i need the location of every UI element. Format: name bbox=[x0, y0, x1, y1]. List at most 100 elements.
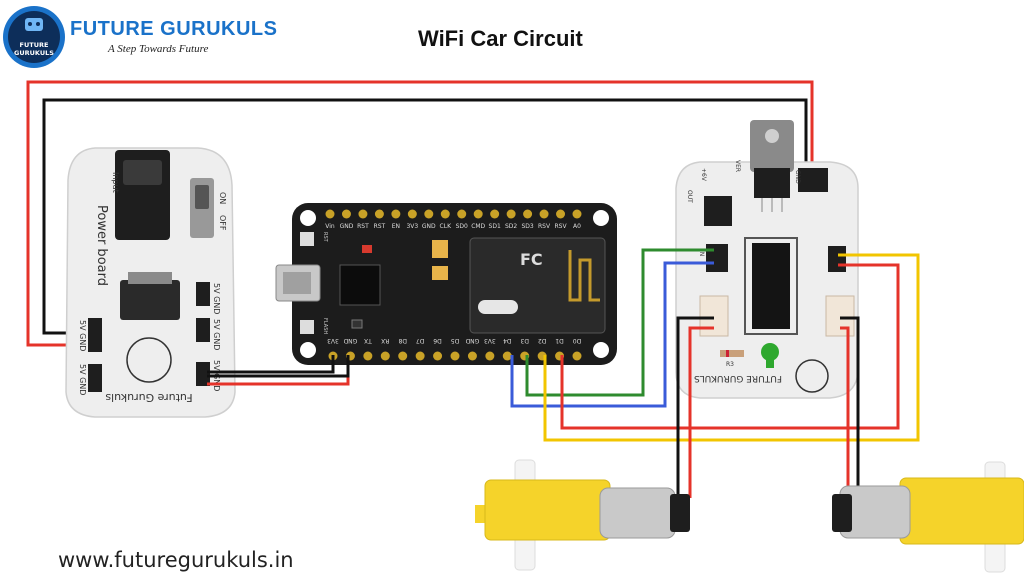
bottom-pin-label: D6 bbox=[433, 337, 442, 344]
red-wire-motor-right bbox=[840, 326, 850, 498]
pin-label-5: 5V GND bbox=[78, 364, 87, 395]
brand-name: FUTURE GURUKULS bbox=[70, 18, 278, 40]
bottom-pin bbox=[450, 351, 460, 361]
bottom-pin-label: 3V3 bbox=[327, 337, 339, 344]
bottom-pin bbox=[572, 351, 582, 361]
usb-chip bbox=[339, 264, 381, 306]
out-header bbox=[704, 196, 732, 226]
top-pin-label: SD1 bbox=[489, 223, 501, 230]
bottom-pin-label: TX bbox=[364, 337, 373, 344]
bottom-pin bbox=[363, 351, 373, 361]
in-header-left bbox=[706, 244, 728, 272]
power-board: Input OFF ON Power board 5V GND 5V GND 5… bbox=[65, 147, 236, 418]
black-wire-top bbox=[42, 98, 808, 335]
power-label: VER bbox=[734, 160, 741, 172]
out-label: OUT bbox=[686, 190, 693, 203]
gnd-label: GND bbox=[794, 170, 801, 184]
top-pin bbox=[341, 209, 351, 219]
motor-connector-left bbox=[699, 295, 729, 337]
flash-button bbox=[300, 320, 314, 334]
top-pin-label: SD3 bbox=[521, 223, 533, 230]
voltage-regulator bbox=[120, 280, 180, 320]
bottom-pin-label: GND bbox=[343, 337, 357, 344]
top-pin bbox=[572, 209, 582, 219]
power-board-brand: Future Gurukuls bbox=[105, 391, 193, 404]
bottom-pin-label: D7 bbox=[416, 337, 425, 344]
top-pin bbox=[556, 209, 566, 219]
status-led bbox=[761, 343, 779, 361]
logo-text-1: FUTURE bbox=[20, 41, 49, 49]
bottom-pin-label: D8 bbox=[398, 337, 407, 344]
brand-tagline: A Step Towards Future bbox=[108, 43, 209, 55]
motor-left bbox=[475, 459, 690, 571]
bottom-pin-label: RX bbox=[381, 337, 389, 344]
bottom-pin-label: 3V3 bbox=[484, 337, 496, 344]
power-input-header bbox=[798, 168, 828, 192]
top-pin bbox=[374, 209, 384, 219]
top-pin bbox=[325, 209, 335, 219]
bottom-pin-label: D5 bbox=[451, 337, 460, 344]
motor-driver-board: OUT +6V VER GND IN R3 FUTURE GURUKULS bbox=[675, 120, 859, 399]
top-pin-label: SD0 bbox=[456, 223, 468, 230]
plus-6v-label: +6V bbox=[700, 168, 707, 182]
bottom-pin bbox=[467, 351, 477, 361]
top-pin-label: CMD bbox=[471, 223, 485, 230]
motor-right bbox=[832, 461, 1024, 573]
pin-label-4: 5V GND bbox=[78, 320, 87, 351]
motor-driver-brand: FUTURE GURUKULS bbox=[694, 373, 782, 383]
top-pin bbox=[473, 209, 483, 219]
bottom-pin bbox=[433, 351, 443, 361]
nodemcu-board: FC RST FLASH bbox=[275, 203, 617, 365]
power-board-title: Power board bbox=[94, 205, 109, 286]
top-pin-label: RSV bbox=[538, 223, 551, 230]
regulator-heatsink bbox=[750, 120, 794, 172]
yellow-wire-d2 bbox=[543, 253, 920, 442]
pin-label-1: 5V GND bbox=[212, 283, 221, 314]
motor-connector-right bbox=[825, 295, 855, 337]
top-pin-label: GND bbox=[340, 223, 354, 230]
red-wire-top bbox=[26, 80, 814, 347]
in-label: IN bbox=[698, 250, 705, 256]
switch-off-label: OFF bbox=[218, 215, 227, 231]
website-url: www.futuregurukuls.in bbox=[58, 548, 294, 572]
bottom-pin-label: D1 bbox=[555, 337, 564, 344]
bottom-pin bbox=[380, 351, 390, 361]
bottom-pin-label: D2 bbox=[538, 337, 547, 344]
top-pin bbox=[539, 209, 549, 219]
resistor-label: R3 bbox=[726, 361, 734, 368]
black-wire-gnd bbox=[207, 355, 350, 378]
top-pin bbox=[440, 209, 450, 219]
red-wire-d1 bbox=[560, 263, 900, 430]
top-pin bbox=[523, 209, 533, 219]
red-wire-motor-left bbox=[688, 326, 714, 498]
in-header-right bbox=[828, 246, 846, 272]
top-pin-label: RSV bbox=[554, 223, 567, 230]
black-wire-motor-left bbox=[676, 316, 714, 498]
top-pin-label: RST bbox=[374, 223, 386, 230]
logo: FUTURE GURUKULS bbox=[3, 6, 65, 68]
diagram-title: WiFi Car Circuit bbox=[418, 26, 583, 51]
top-pin bbox=[490, 209, 500, 219]
pin-label-2: 5V GND bbox=[212, 319, 221, 350]
top-pin-label: CLK bbox=[440, 223, 453, 230]
blue-wire-d4 bbox=[510, 261, 714, 408]
black-wire-motor-right bbox=[840, 316, 860, 498]
top-wires bbox=[26, 80, 814, 347]
top-pin bbox=[424, 209, 434, 219]
bottom-pin bbox=[398, 351, 408, 361]
green-wire-d3 bbox=[525, 248, 714, 397]
bottom-pin-label: GND bbox=[465, 337, 479, 344]
bottom-pin-label: D0 bbox=[573, 337, 582, 344]
top-pin-label: RST bbox=[357, 223, 369, 230]
rst-label: RST bbox=[322, 232, 328, 243]
top-pin-label: GND bbox=[422, 223, 436, 230]
svg-text:FC: FC bbox=[520, 250, 543, 269]
top-pin bbox=[457, 209, 467, 219]
bottom-pin bbox=[502, 351, 512, 361]
bottom-pin bbox=[485, 351, 495, 361]
top-pin-label: EN bbox=[392, 223, 400, 230]
top-pin bbox=[506, 209, 516, 219]
signal-wires bbox=[207, 248, 920, 498]
bottom-pin bbox=[415, 351, 425, 361]
